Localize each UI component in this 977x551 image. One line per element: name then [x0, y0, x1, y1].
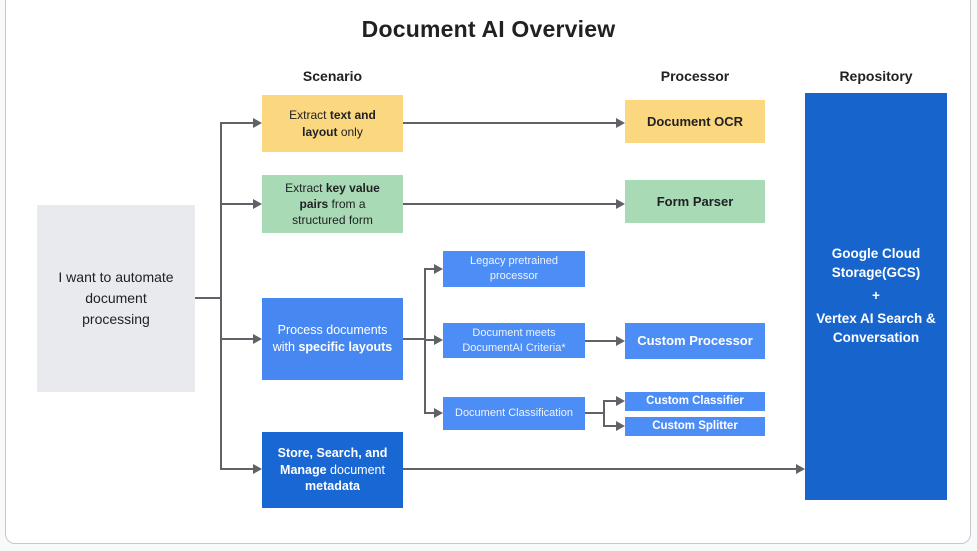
connector-start-to-trunk	[195, 297, 222, 299]
repository-node: Google Cloud Storage(GCS) + Vertex AI Se…	[805, 93, 947, 500]
arrowhead-custom-processor	[616, 336, 625, 346]
node-document-meets-criteria-label: Document meets DocumentAI Criteria*	[462, 326, 566, 354]
connector-branch-extract-kv	[220, 203, 253, 205]
connector-main-trunk	[220, 122, 222, 470]
scenario-extract-key-value-label: Extract key value pairs from a structure…	[285, 180, 380, 228]
scenario-extract-key-value: Extract key value pairs from a structure…	[262, 175, 403, 233]
connector-branch-store-search	[220, 468, 253, 470]
connector-branch-extract-text	[220, 122, 253, 124]
connector-doc-meets-to-custom-processor	[585, 340, 616, 342]
connector-extract-text-to-ocr	[403, 122, 616, 124]
connector-extract-kv-to-form-parser	[403, 203, 616, 205]
node-document-classification: Document Classification	[443, 397, 585, 430]
arrowhead-repository	[796, 464, 805, 474]
node-legacy-pretrained-processor: Legacy pretrained processor	[443, 251, 585, 287]
arrowhead-doc-classification	[434, 408, 443, 418]
processor-custom-splitter-label: Custom Splitter	[652, 419, 738, 432]
processor-document-ocr-label: Document OCR	[646, 113, 744, 129]
connector-branch-legacy	[424, 268, 435, 270]
connector-branch-doc-meets	[424, 339, 435, 341]
start-node-label: I want to automate document processing	[58, 269, 174, 327]
repository-plus: +	[872, 288, 880, 304]
connector-branch-doc-classification	[424, 412, 435, 414]
arrowhead-form-parser	[616, 199, 625, 209]
connector-doc-class-to-split	[585, 412, 605, 414]
repository-line-1: Google Cloud Storage(GCS)	[831, 246, 921, 281]
processor-custom-splitter: Custom Splitter	[625, 417, 765, 436]
arrowhead-extract-text	[253, 118, 262, 128]
repository-line-2: Vertex AI Search & Conversation	[816, 310, 936, 345]
scenario-store-search-manage: Store, Search, and Manage document metad…	[262, 432, 403, 508]
scenario-extract-text-layout-label: Extract text and layout only	[289, 108, 376, 139]
column-header-repository: Repository	[839, 68, 913, 84]
arrowhead-document-ocr	[616, 118, 625, 128]
processor-form-parser-label: Form Parser	[656, 193, 734, 209]
processor-form-parser: Form Parser	[625, 180, 765, 223]
scenario-store-search-manage-label: Store, Search, and Manage document metad…	[277, 445, 388, 494]
connector-branch-custom-splitter	[603, 425, 616, 427]
processor-custom-classifier-label: Custom Classifier	[646, 394, 744, 407]
node-document-classification-label: Document Classification	[455, 407, 573, 420]
connector-process-to-subtrunk	[403, 338, 426, 340]
column-header-scenario: Scenario	[302, 68, 363, 84]
arrowhead-doc-meets	[434, 335, 443, 345]
processor-custom-processor-label: Custom Processor	[637, 333, 753, 349]
arrowhead-extract-kv	[253, 199, 262, 209]
scenario-process-specific-layouts-label: Process documents with specific layouts	[272, 323, 393, 354]
column-header-processor: Processor	[660, 68, 730, 84]
arrowhead-process-layouts	[253, 334, 262, 344]
arrowhead-custom-splitter	[616, 421, 625, 431]
processor-document-ocr: Document OCR	[625, 100, 765, 143]
start-node: I want to automate document processing	[37, 205, 195, 392]
scenario-extract-text-layout: Extract text and layout only	[262, 95, 403, 152]
processor-custom-classifier: Custom Classifier	[625, 392, 765, 411]
connector-sub-trunk	[424, 268, 426, 414]
arrowhead-store-search	[253, 464, 262, 474]
page-title: Document AI Overview	[361, 16, 616, 42]
node-document-meets-criteria: Document meets DocumentAI Criteria*	[443, 323, 585, 358]
connector-branch-custom-classifier	[603, 400, 616, 402]
node-legacy-pretrained-processor-label: Legacy pretrained processor	[469, 255, 559, 282]
connector-branch-process-layouts	[220, 338, 253, 340]
connector-split-trunk	[603, 401, 605, 427]
arrowhead-legacy-pretrained	[434, 264, 443, 274]
arrowhead-custom-classifier	[616, 396, 625, 406]
connector-store-to-repository	[403, 468, 797, 470]
processor-custom-processor: Custom Processor	[625, 323, 765, 359]
scenario-process-specific-layouts: Process documents with specific layouts	[262, 298, 403, 380]
